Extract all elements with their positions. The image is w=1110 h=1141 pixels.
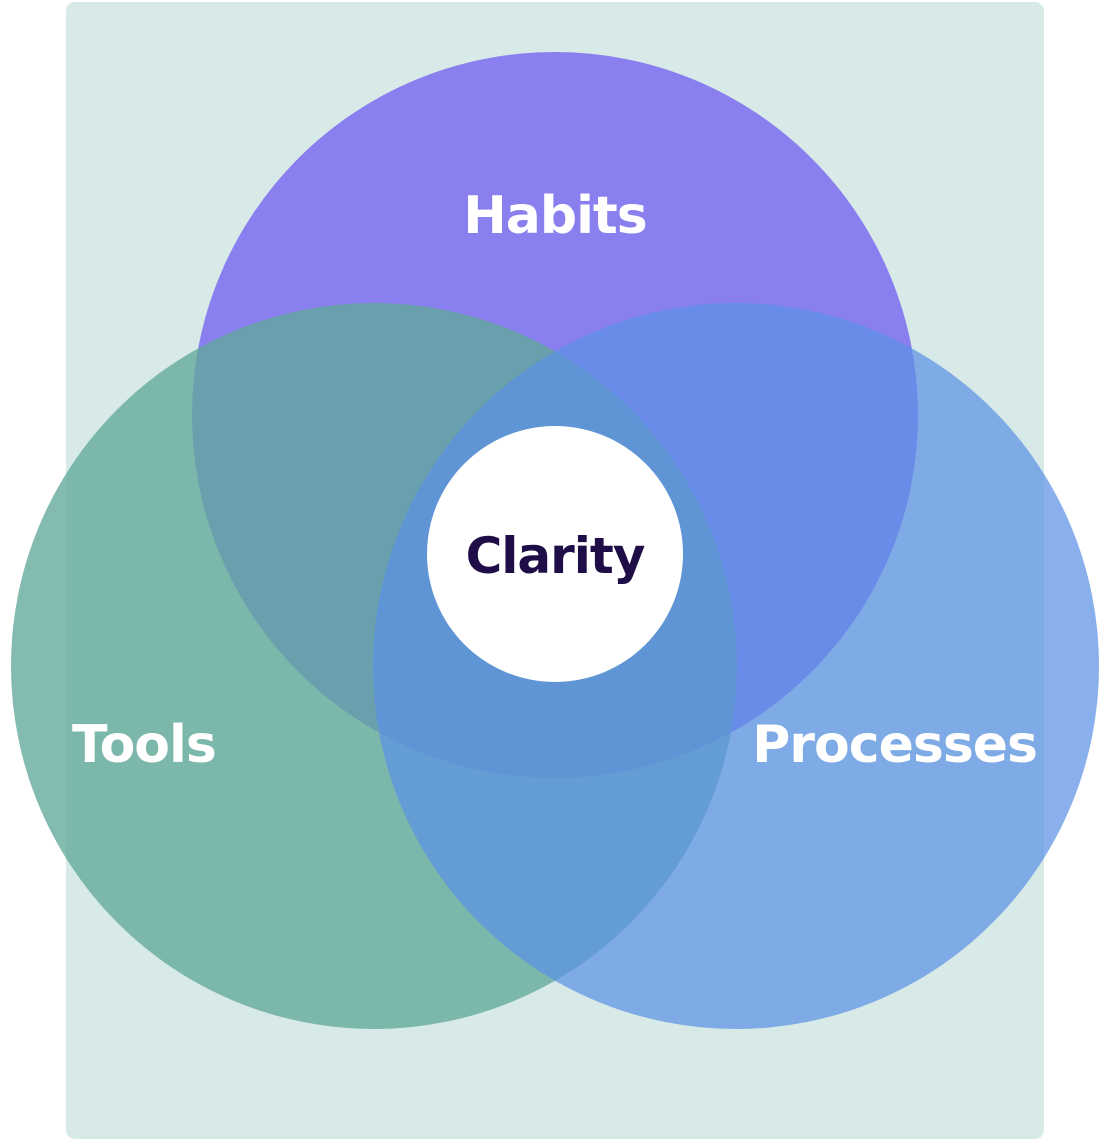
processes-label: Processes bbox=[752, 715, 1037, 775]
habits-label: Habits bbox=[463, 186, 646, 246]
processes-circle bbox=[373, 303, 1099, 1029]
clarity-center-circle bbox=[427, 426, 683, 682]
tools-label: Tools bbox=[72, 715, 216, 775]
clarity-label: Clarity bbox=[466, 527, 645, 585]
